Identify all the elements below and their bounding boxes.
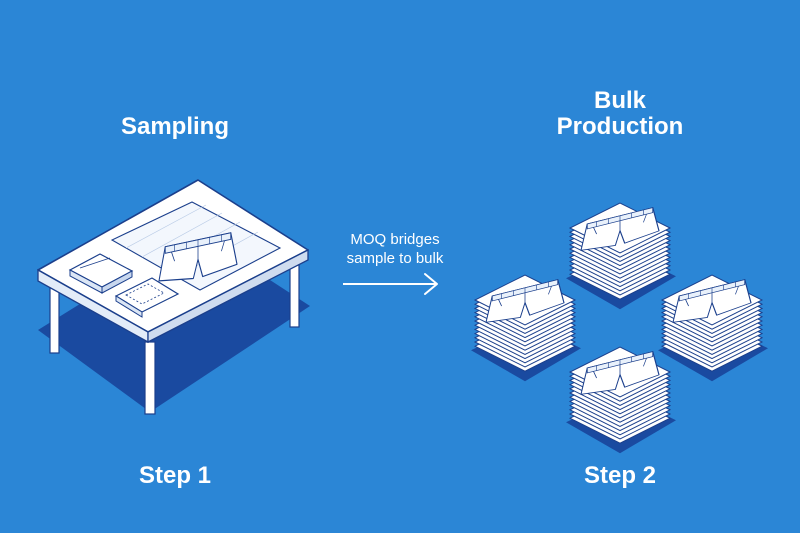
shorts-stack-left (471, 274, 581, 382)
shorts-stack-right (658, 274, 768, 382)
shorts-stack-top (566, 202, 676, 310)
table-side-edge (147, 248, 309, 344)
moq-caption: MOQ bridges sample to bulk (330, 230, 460, 268)
shorts-stack-illustration (471, 202, 768, 454)
sampling-title: Sampling (120, 113, 229, 140)
shorts-stack-bottom (566, 346, 676, 454)
fabric-swatch (114, 277, 180, 318)
bulk-production-title: Bulk Production (545, 88, 695, 140)
bulk-title-line1: Bulk (593, 87, 646, 114)
step-1-label: Step 1 (138, 462, 212, 489)
bulk-title-line2: Production (556, 113, 684, 140)
moq-caption-line2: sample to bulk (346, 250, 444, 267)
step-2-label: Step 2 (583, 462, 657, 489)
folded-fabric (68, 253, 134, 294)
moq-caption-line1: MOQ bridges (350, 231, 440, 248)
arrow-right-icon (343, 273, 438, 295)
sample-table-illustration (37, 179, 310, 415)
